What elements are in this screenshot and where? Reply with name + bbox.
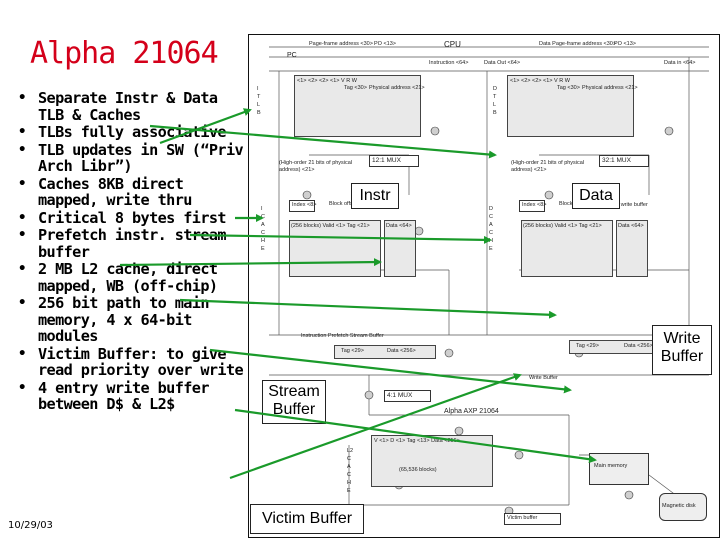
bullet-dot-icon: • [18,379,26,396]
itlb-phys: Physical address <21> [369,85,425,91]
data-callout: Data [572,183,620,209]
bullet-text: 2 MB L2 cache, direct mapped, WB (off-ch… [38,260,218,295]
slide-title: Alpha 21064 [30,36,219,71]
victim-buffer-box [504,513,561,525]
bullet-item: • 2 MB L2 cache, direct mapped, WB (off-c… [14,261,246,294]
dcache-fields: (256 blocks) Valid <1> Tag <21> [523,223,602,229]
wb-tag: Tag <29> [576,343,599,349]
icache-data-array [384,220,416,277]
mux-32-box [599,155,649,167]
bullet-dot-icon: • [18,345,26,362]
data-page-frame-label: Data Page-frame address <30> [539,41,617,47]
bullet-item: • Victim Buffer: to give read priority ov… [14,344,246,379]
bullet-dot-icon: • [18,175,26,192]
write-buffer-callout: Write Buffer [652,325,712,375]
stream-buffer-callout: Stream Buffer [262,380,326,424]
instruction-label: Instruction <64> [429,60,469,66]
page-frame-label: Page-frame address <30> [309,41,373,47]
bullet-text: Victim Buffer: to give read priority ove… [38,344,244,379]
i-high-order: (High-order 21 bits of physical address)… [279,160,353,173]
dtlb-table [507,75,634,137]
mux-41-label: 4:1 MUX [387,392,413,399]
main-memory-label: Main memory [594,463,628,469]
l2-fields: V <1> D <1> Tag <13> Data <256> [374,438,460,444]
i-index-box [289,200,315,212]
write-buffer-diagram-label: Write Buffer [529,375,558,381]
d-index-box [519,200,545,212]
prefetch-tag: Tag <29> [341,348,364,354]
bullet-item: • Caches 8KB direct mapped, write thru [14,174,246,209]
icache-data-label: Data <64> [386,223,412,229]
bullet-dot-icon: • [18,227,26,243]
cpu-label: CPU [444,40,461,49]
dtlb-fields: <1> <2> <2> <1> V R W [510,78,570,84]
page-offset-label: PO <13> [374,41,397,47]
mux-12-label: 12:1 MUX [372,157,401,164]
data-page-offset-label: PO <13> [614,41,637,47]
d-index-label: Index <8> [522,202,547,208]
l2cache-label: L2 C A C H E [347,448,354,494]
bullet-text: TLBs fully associative [38,123,227,141]
bullet-text: Caches 8KB direct mapped, write thru [38,174,192,209]
dtlb-phys: Physical address <21> [582,85,638,91]
wb-data: Data <256> [624,343,653,349]
alpha-axp-label: Alpha AXP 21064 [444,408,499,415]
d-high-order: (High-order 21 bits of physical address)… [511,160,585,173]
icache-array [289,220,381,277]
delayed-write-label: Delayed write buffer [599,202,648,208]
bullet-item: • Prefetch instr. stream buffer [14,227,246,260]
slide-date: 10/29/03 [8,520,53,531]
main-memory-box [589,453,649,485]
data-in-label: Data in <64> [664,60,696,66]
bullet-item: • 256 bit path to main memory, 4 x 64-bit… [14,295,246,345]
itlb-label: I T L B [257,86,261,116]
dtlb-tag: Tag <30> [557,85,580,91]
l2-blocks: (65,536 blocks) [399,467,437,473]
bullet-dot-icon: • [18,124,26,140]
bullet-text: Prefetch instr. stream buffer [38,226,227,261]
bullet-text: Critical 8 bytes first [38,208,227,227]
dcache-data-label: Data <64> [618,223,644,229]
dcache-array [521,220,613,277]
magnetic-disk-label: Magnetic disk [662,503,696,509]
dtlb-label: D T L B [493,86,497,116]
bullet-item: • Separate Instr & Data TLB & Caches [14,90,246,123]
itlb-tag: Tag <30> [344,85,367,91]
prefetch-data: Data <256> [387,348,416,354]
mux-32-label: 32:1 MUX [602,157,631,164]
bullet-dot-icon: • [18,90,26,106]
bullet-item: • Critical 8 bytes first [14,208,246,227]
alpha-block-diagram: CPU Page-frame address <30> PO <13> Data… [248,34,720,538]
bullet-dot-icon: • [18,141,26,158]
bullet-item: • TLB updates in SW (“Priv Arch Libr”) [14,140,246,175]
data-out-label: Data Out <64> [484,60,521,66]
dcache-data-array [616,220,648,277]
itlb-fields: <1> <2> <2> <1> V R W [297,78,357,84]
instr-callout: Instr [351,183,399,209]
icache-fields: (256 blocks) Valid <1> Tag <21> [291,223,370,229]
bullet-item: • TLBs fully associative [14,124,246,141]
magnetic-disk [659,493,707,521]
i-block-offset: Block offset <5> [329,201,369,207]
bullet-text: TLB updates in SW (“Priv Arch Libr”) [38,140,244,175]
bullet-item: • 4 entry write buffer between D$ & L2$ [14,378,246,413]
pc-label: PC [287,52,297,59]
bullet-list: • Separate Instr & Data TLB & Caches • TLB… [14,90,246,414]
bullet-dot-icon: • [18,295,26,311]
bullet-dot-icon: • [18,209,26,226]
icache-label: I C A C H E [261,206,265,252]
prefetch-label: Instruction Prefetch Stream Buffer [301,333,384,339]
i-index-label: Index <8> [292,202,317,208]
bullet-text: 256 bit path to main memory, 4 x 64-bit … [38,294,209,345]
bullet-dot-icon: • [18,261,26,277]
victim-buffer-diagram-label: Victim buffer [507,515,538,521]
bullet-text: Separate Instr & Data TLB & Caches [38,89,218,124]
bullet-text: 4 entry write buffer between D$ & L2$ [38,378,209,413]
dcache-label: D C A C H E [489,206,493,252]
victim-buffer-callout: Victim Buffer [250,504,364,534]
